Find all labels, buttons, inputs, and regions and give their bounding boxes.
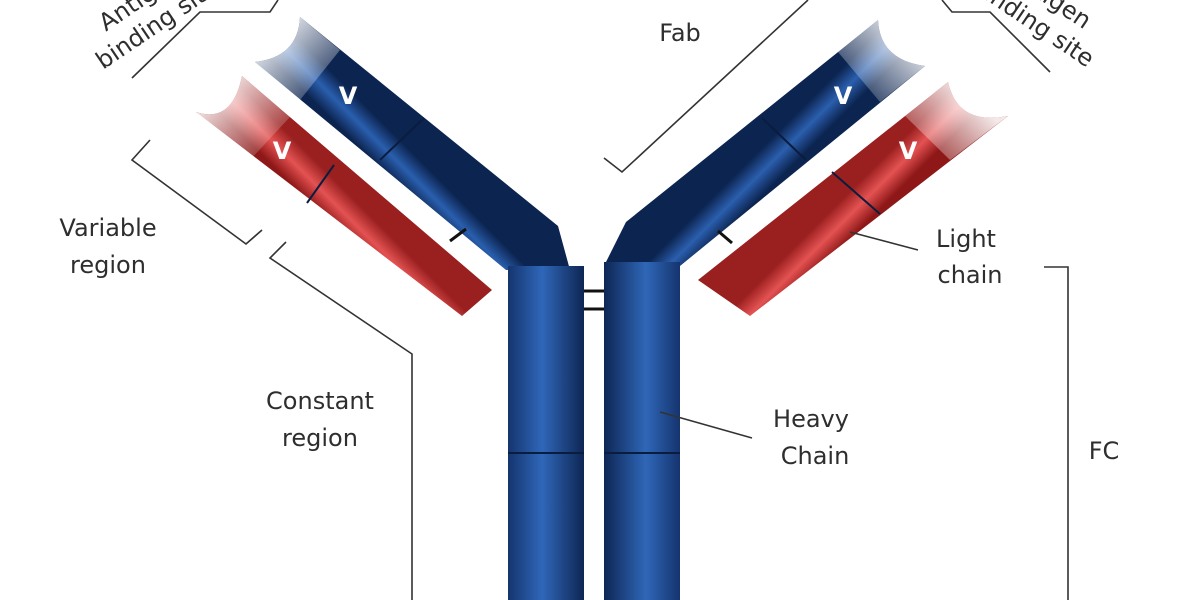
heavy-chain-left-domain-divider [379,117,425,161]
v-domain-heavy-right: V [834,82,853,110]
fab-bracket [603,0,809,174]
leader-lines [130,0,1069,600]
disulfide-bonds [449,227,733,311]
svg-text:Constant: Constant [266,387,374,415]
svg-text:chain: chain [938,261,1003,289]
constant-region-bracket [268,241,413,600]
heavy-chain-leader [659,411,753,439]
heavy-chain-stem-right [604,262,680,600]
svg-text:Heavy: Heavy [773,405,849,433]
heavy-chain-left-arm [255,17,570,270]
v-domain-light-left: V [273,137,292,165]
fab-label: Fab [659,19,701,47]
antigen-binding-site-left-label: Antigen binding site [91,0,223,75]
antigen-binding-site-right-bracket [941,0,1051,73]
fc-bracket [1044,266,1069,600]
heavy-chain-right-domain-divider [761,117,807,161]
svg-text:Light: Light [936,225,996,253]
antigen-binding-site-left-bracket [131,0,279,79]
svg-text:Variable: Variable [59,214,156,242]
heavy-chain-stem-left [508,266,584,600]
antigen-binding-site-right-label: Antigen binding site [967,0,1099,73]
svg-text:Chain: Chain [781,442,850,470]
light-chain-left [196,76,492,316]
variable-region-bracket [130,139,263,246]
light-chain-right-domain-divider [831,171,881,215]
light-chain-right [698,82,1008,316]
heavy-chain-right-arm [604,20,925,266]
svg-text:region: region [282,424,358,452]
variable-region-label: Variable region [59,214,156,279]
fc-label: FC [1089,437,1120,465]
light-chain-label: Light chain [936,225,1002,289]
v-domain-light-right: V [899,137,918,165]
svg-text:region: region [70,251,146,279]
heavy-chain-label: Heavy Chain [773,405,849,470]
light-chain-leader [849,231,919,251]
v-domain-heavy-left: V [339,82,358,110]
light-chain-left-domain-divider [306,164,335,204]
constant-region-label: Constant region [266,387,374,452]
